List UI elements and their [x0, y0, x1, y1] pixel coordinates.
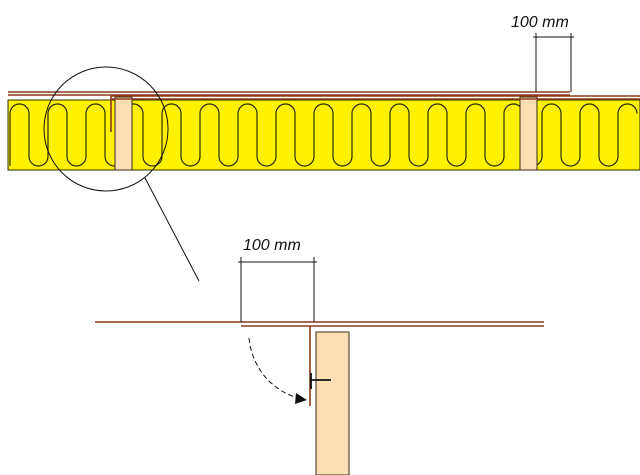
timber-stud-right: [519, 96, 538, 171]
membrane-lower: [8, 91, 570, 96]
detail-circle: [43, 66, 169, 192]
detail-timber-stud: [315, 331, 350, 475]
fold-arrow: [248, 337, 307, 404]
timber-stud-left: [114, 96, 133, 171]
wall-section: 100 mm: [7, 14, 640, 171]
detail-dimension-label: 100 mm: [243, 237, 301, 254]
staple-fastener: [310, 373, 331, 389]
insulation-layer: [7, 99, 640, 171]
detail-membrane-upper: [241, 325, 544, 406]
top-dimension-label: 100 mm: [511, 14, 569, 31]
enlarged-detail: 100 mm: [95, 237, 544, 475]
detail-dimension: [238, 257, 317, 322]
membrane-upper: [110, 95, 640, 132]
top-dimension: [533, 33, 574, 92]
detail-callout: [43, 66, 200, 282]
detail-leader-line: [144, 177, 200, 282]
